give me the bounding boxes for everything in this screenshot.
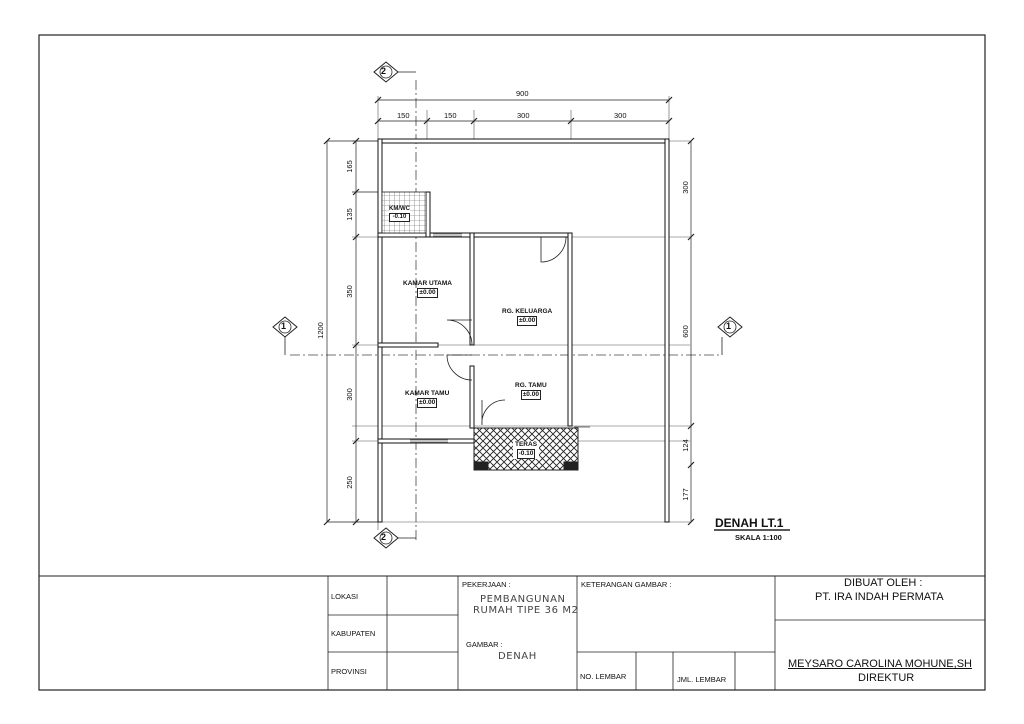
- dim-top-2: 150: [444, 111, 457, 120]
- dim-right-4: 177: [680, 488, 690, 501]
- dim-left-4: 300: [344, 388, 354, 401]
- plan-scale: SKALA 1:100: [735, 533, 782, 542]
- dim-top-1: 150: [397, 111, 410, 120]
- keterangan-label: KETERANGAN GAMBAR :: [581, 580, 672, 589]
- dim-right-3: 124: [680, 439, 690, 452]
- room-rg-tamu: RG. TAMU±0.00: [515, 382, 547, 400]
- room-teras: TERAS-0.10: [513, 441, 540, 459]
- dim-left-2: 135: [344, 208, 354, 221]
- section-marker-1-right: [717, 316, 743, 355]
- dim-top-3: 300: [517, 111, 530, 120]
- dim-left-total: 1200: [315, 322, 325, 339]
- section-label-1-right: 1: [726, 321, 732, 331]
- dim-top-total: 900: [516, 89, 529, 98]
- plan-title: DENAH LT.1: [715, 516, 784, 530]
- section-marker-2-bottom: [373, 527, 416, 549]
- sheet-border: [38, 34, 986, 691]
- provinsi-label: PROVINSI: [331, 667, 367, 676]
- gambar-label: GAMBAR :: [466, 640, 503, 649]
- jml-lembar-label: JML. LEMBAR: [677, 675, 727, 684]
- pekerjaan-label: PEKERJAAN :: [462, 580, 511, 589]
- dim-left-5: 250: [344, 476, 354, 489]
- dim-top-4: 300: [614, 111, 627, 120]
- company-name: PT. IRA INDAH PERMATA: [815, 591, 944, 603]
- kabupaten-label: KABUPATEN: [331, 629, 376, 638]
- pekerjaan-line2: RUMAH TIPE 36 M2: [473, 605, 579, 616]
- room-kamar-utama: KAMAR UTAMA±0.00: [403, 280, 452, 298]
- section-marker-1-left: [272, 316, 298, 355]
- person-role: DIREKTUR: [858, 672, 915, 684]
- dim-left-3: 350: [344, 285, 354, 298]
- dim-right-2: 600: [680, 325, 690, 338]
- lokasi-label: LOKASI: [331, 592, 359, 601]
- section-label-2-bottom: 2: [381, 532, 387, 542]
- dim-right-1: 300: [680, 181, 690, 194]
- room-rg-keluarga: RG. KELUARGA±0.00: [502, 308, 553, 326]
- gambar-value: DENAH: [498, 651, 537, 662]
- floor-plan: [290, 80, 722, 540]
- no-lembar-label: NO. LEMBAR: [580, 672, 627, 681]
- person-name: MEYSARO CAROLINA MOHUNE,SH: [788, 658, 972, 670]
- section-label-2-top: 2: [381, 66, 387, 76]
- section-label-1-left: 1: [281, 321, 287, 331]
- section-marker-2-top: [373, 61, 416, 83]
- dim-left-1: 165: [344, 160, 354, 173]
- dibuat-oleh: DIBUAT OLEH :: [844, 577, 923, 589]
- title-block-grid: [327, 576, 985, 690]
- room-kamar-tamu: KAMAR TAMU±0.00: [405, 390, 450, 408]
- room-kmwc: KM/WC-0.10: [389, 206, 410, 222]
- pekerjaan-line1: PEMBANGUNAN: [480, 594, 566, 605]
